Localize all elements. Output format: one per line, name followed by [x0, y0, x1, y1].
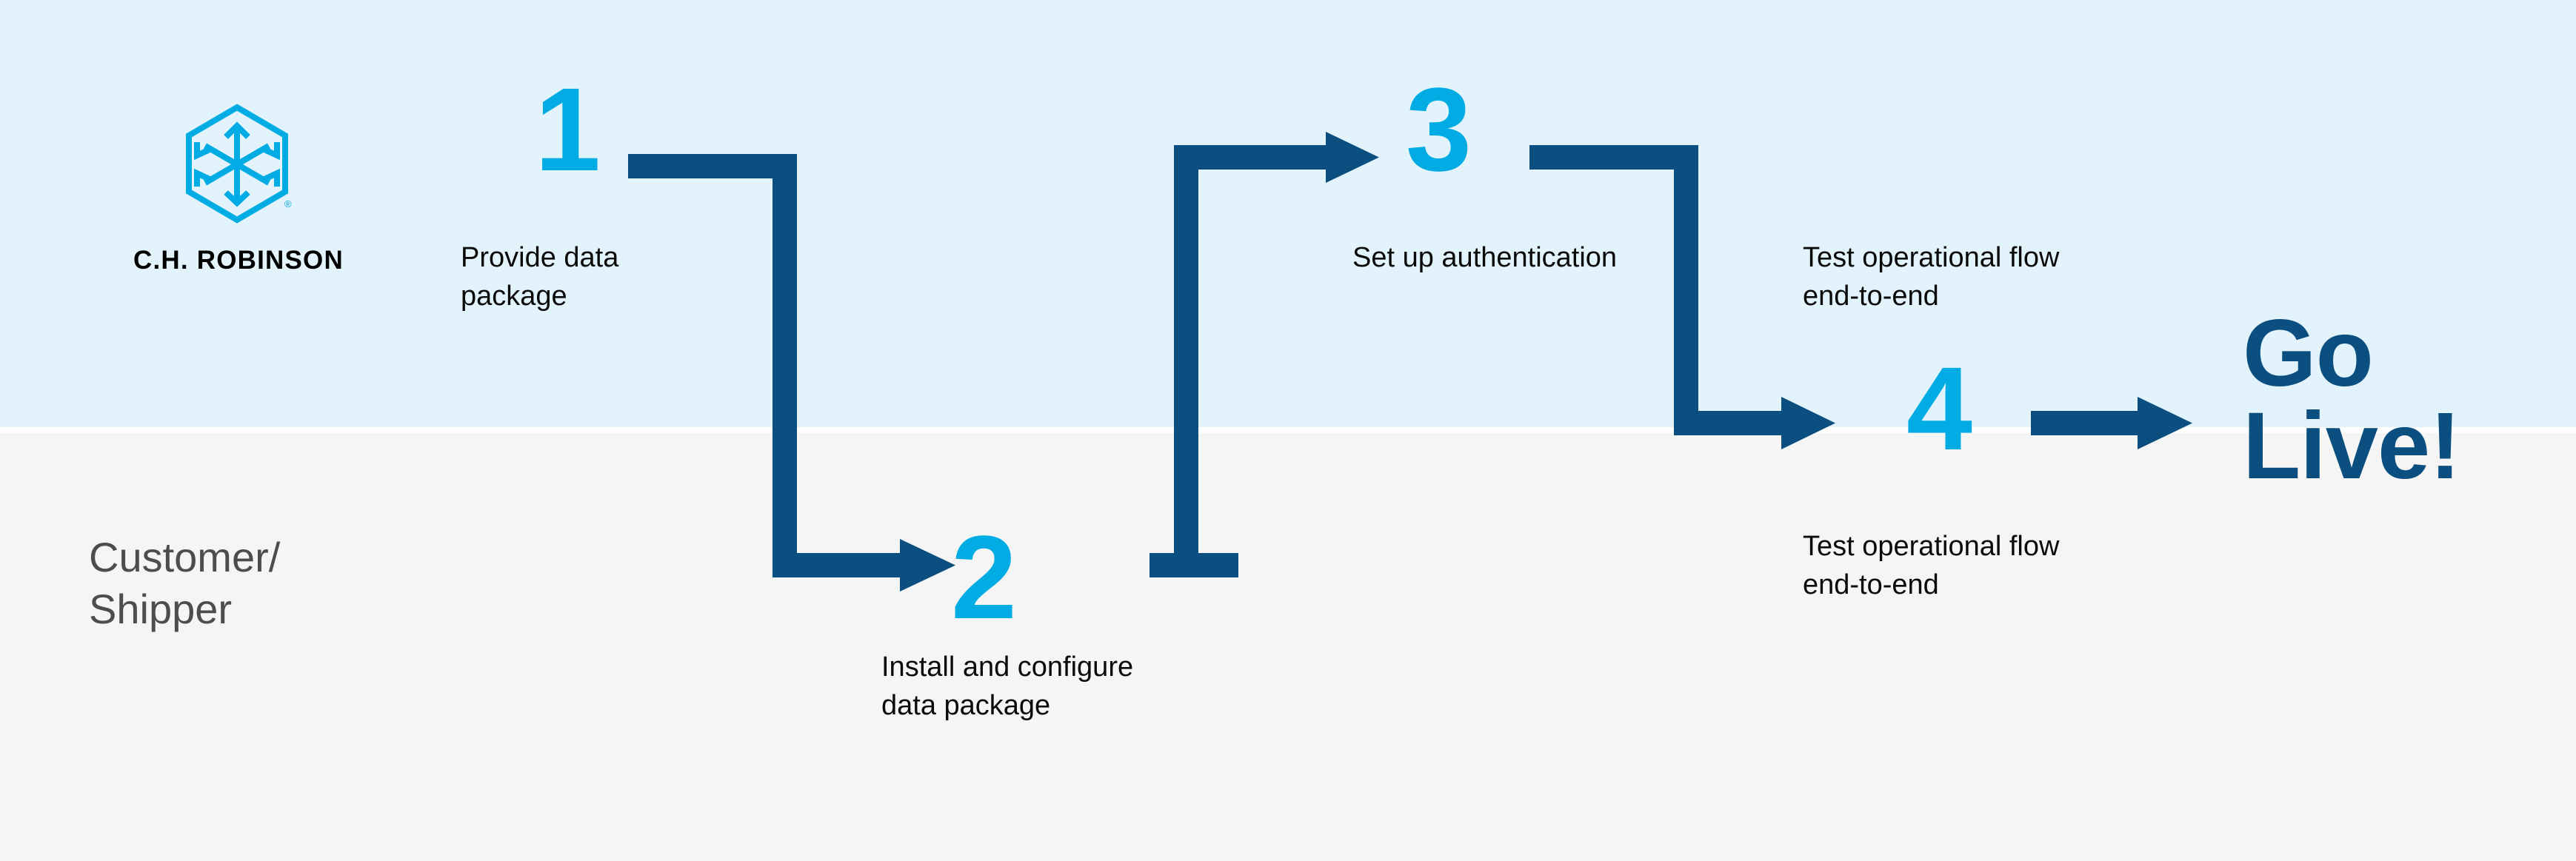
- go-live-line-2: Live!: [2243, 393, 2461, 500]
- go-live-callout: Go Live!: [2243, 301, 2461, 500]
- swimlane-ch-robinson-band: [0, 0, 2576, 427]
- brand-wordmark: C.H. ROBINSON: [133, 246, 344, 275]
- step-caption-2: Install and configure data package: [881, 651, 1134, 722]
- connector-step3-to-step4: [1529, 145, 1835, 449]
- swimlane-divider: [0, 427, 2576, 433]
- step-number-2: 2: [951, 511, 1017, 643]
- go-live-line-1: Go: [2243, 301, 2374, 406]
- ch-robinson-cube-hexagon-logo: ®: [186, 104, 292, 224]
- brand-block: ® C.H. ROBINSON: [133, 104, 344, 275]
- step-caption-3-next: Test operational flow end-to-end: [1803, 242, 2060, 312]
- step-number-4: 4: [1906, 342, 1972, 475]
- lane-label-line-1: Customer/: [89, 534, 281, 580]
- step-caption-4: Test operational flow end-to-end: [1803, 531, 2060, 601]
- step-caption-3: Set up authentication: [1352, 242, 1618, 273]
- connector-step2-to-step3: [1149, 132, 1379, 577]
- step-caption-1: Provide data package: [461, 242, 619, 312]
- registered-trademark-icon: ®: [284, 198, 292, 210]
- swimlane-customer-band: [0, 433, 2576, 861]
- lane-label-customer-shipper: Customer/ Shipper: [89, 532, 400, 635]
- step-number-1: 1: [535, 63, 601, 195]
- lane-label-line-2: Shipper: [89, 586, 233, 632]
- connector-step1-to-step2: [628, 154, 955, 592]
- step-number-3: 3: [1406, 63, 1472, 195]
- connector-step4-to-golive: [2031, 397, 2192, 449]
